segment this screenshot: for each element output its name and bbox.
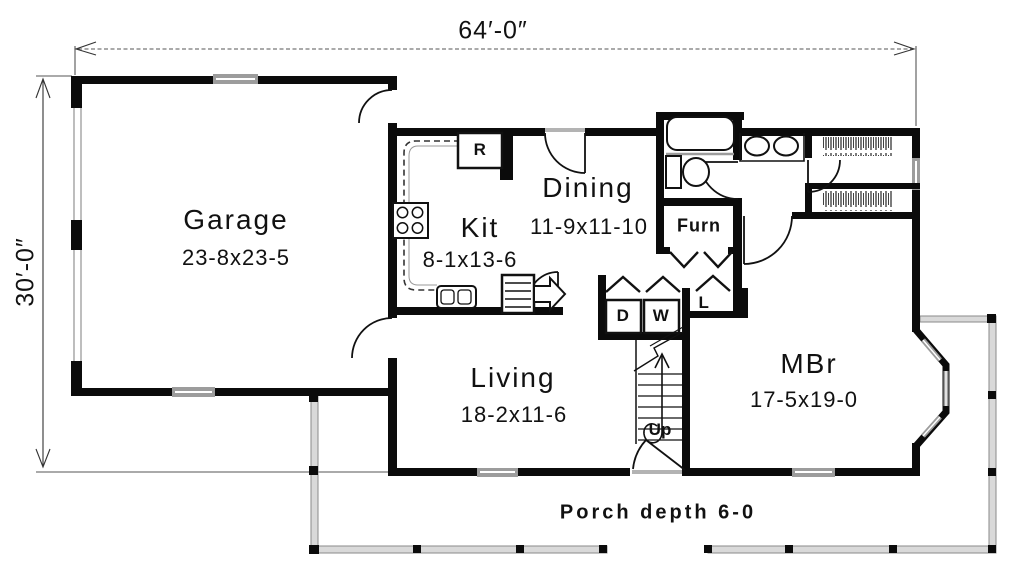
bay-window bbox=[913, 327, 950, 449]
room-label-mbr: MBr bbox=[780, 348, 838, 379]
back-door-swing bbox=[544, 132, 586, 174]
washer-box bbox=[642, 298, 681, 335]
overall-width-dimension: 64′-0″ bbox=[458, 16, 528, 45]
dryer-box bbox=[604, 298, 643, 335]
pantry-arrow-icon bbox=[533, 275, 567, 313]
front-door-sill bbox=[632, 470, 686, 474]
porch-railing bbox=[309, 314, 997, 554]
vanity-sinks-icon bbox=[739, 133, 805, 162]
linen-closet-label: L bbox=[698, 293, 710, 312]
stair-break-line bbox=[633, 331, 684, 372]
room-label-kitchen: Kit bbox=[460, 212, 500, 243]
bifold-doors bbox=[605, 251, 733, 293]
linen-bifold bbox=[695, 274, 731, 292]
stairs bbox=[633, 326, 684, 444]
porch-posts bbox=[309, 314, 996, 554]
washer-dryer-boxes bbox=[604, 298, 681, 335]
pantry-icon bbox=[500, 273, 567, 315]
room-dims-kitchen: 8-1x13-6 bbox=[422, 247, 518, 272]
range-icon bbox=[392, 202, 429, 239]
room-label-living: Living bbox=[470, 362, 556, 393]
refrigerator-box bbox=[456, 131, 504, 170]
closet-door-swing bbox=[807, 159, 841, 193]
front-door-swing bbox=[632, 439, 686, 471]
bathtub-icon bbox=[666, 116, 735, 156]
room-dims-dining: 11-9x11-10 bbox=[529, 214, 649, 239]
interior-walls bbox=[388, 128, 920, 476]
closet-rod-hatch bbox=[822, 137, 893, 211]
garage-windows bbox=[172, 74, 258, 397]
room-dims-mbr: 17-5x19-0 bbox=[749, 387, 859, 412]
furnace-bifold-1 bbox=[669, 251, 699, 269]
overall-depth-dimension: 30′-0″ bbox=[11, 237, 40, 307]
dimension-lines bbox=[35, 41, 917, 473]
washer-label: W bbox=[652, 306, 670, 325]
washer-bifold bbox=[645, 275, 681, 293]
up-arrow-icon bbox=[643, 352, 670, 444]
refrigerator-label: R bbox=[473, 140, 487, 159]
porch-depth-label: Porch depth 6-0 bbox=[559, 501, 757, 524]
garage-kitchen-door-swing bbox=[358, 89, 393, 124]
stairs-up-label: Up bbox=[648, 420, 672, 439]
furnace-bifold-2 bbox=[703, 251, 733, 269]
windows bbox=[477, 128, 920, 477]
door-swings bbox=[351, 89, 841, 471]
garage-walls bbox=[71, 76, 397, 476]
back-door-sill bbox=[545, 128, 585, 132]
room-label-garage: Garage bbox=[183, 204, 289, 235]
dryer-bifold bbox=[605, 275, 641, 293]
hall-mbr-door-swing bbox=[743, 215, 793, 265]
furnace-label: Furn bbox=[677, 215, 721, 236]
dryer-label: D bbox=[616, 306, 630, 325]
kitchen-sink-icon bbox=[436, 285, 477, 309]
room-dims-living: 18-2x11-6 bbox=[460, 402, 568, 427]
room-label-dining: Dining bbox=[542, 172, 634, 203]
garage-living-door-swing bbox=[351, 317, 393, 359]
room-dims-garage: 23-8x23-5 bbox=[181, 245, 291, 270]
toilet-icon bbox=[665, 155, 710, 189]
